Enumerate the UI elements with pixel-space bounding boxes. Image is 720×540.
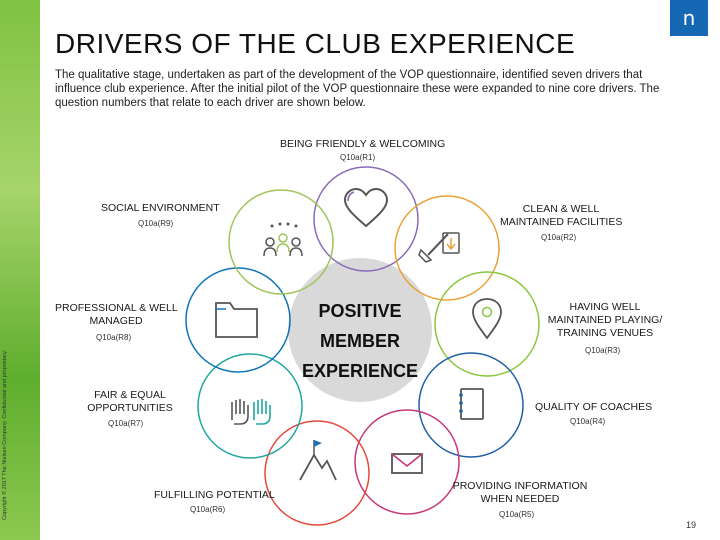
driver-question-clean: Q10a(R2) (541, 233, 577, 242)
envelope-icon (391, 453, 423, 474)
intro-paragraph: The qualitative stage, undertaken as par… (55, 69, 660, 109)
location-pin-icon (472, 298, 502, 340)
driver-question-social: Q10a(R9) (138, 219, 174, 228)
driver-circle-professional (185, 267, 291, 373)
driver-circle-venues (434, 271, 540, 377)
notebook-icon (459, 388, 484, 420)
driver-circle-coaches (418, 352, 524, 458)
driver-circle-clean (394, 195, 500, 301)
decorative-green-sidebar (0, 0, 40, 540)
broom-icon (418, 232, 460, 263)
raised-hands-icon (231, 399, 271, 425)
driver-label-information: PROVIDING INFORMATION WHEN NEEDED (452, 480, 588, 506)
driver-label-fair: FAIR & EQUAL OPPORTUNITIES (80, 389, 180, 415)
driver-label-clean-line2: MAINTAINED FACILITIES (500, 216, 623, 228)
driver-label-coaches: QUALITY OF COACHES (535, 401, 653, 413)
driver-label-information-line2: WHEN NEEDED (480, 493, 560, 505)
driver-label-potential: FULFILLING POTENTIAL (154, 489, 275, 501)
driver-label-clean: CLEAN & WELL MAINTAINED FACILITIES (500, 203, 622, 229)
page-title: DRIVERS OF THE CLUB EXPERIENCE (55, 28, 576, 59)
driver-label-venues-line2: MAINTAINED PLAYING/ (547, 314, 663, 326)
driver-label-professional-line2: MANAGED (89, 315, 143, 327)
heart-icon (343, 187, 389, 228)
driver-circle-information (354, 409, 460, 515)
driver-label-venues: HAVING WELL MAINTAINED PLAYING/ TRAINING… (543, 301, 667, 340)
driver-label-friendly: BEING FRIENDLY & WELCOMING (280, 138, 446, 150)
center-line-3: EXPERIENCE (301, 361, 419, 381)
driver-question-coaches: Q10a(R4) (570, 417, 606, 426)
driver-label-venues-line3: TRAINING VENUES (556, 327, 654, 339)
driver-label-clean-line1: CLEAN & WELL (522, 203, 600, 215)
center-label: POSITIVE MEMBER EXPERIENCE (296, 296, 424, 386)
driver-question-information: Q10a(R5) (499, 510, 535, 519)
nielsen-logo: n (670, 0, 708, 36)
folder-icon (215, 302, 258, 338)
driver-label-social: SOCIAL ENVIRONMENT (101, 202, 220, 214)
driver-label-fair-line1: FAIR & EQUAL (94, 389, 166, 401)
driver-question-potential: Q10a(R6) (190, 505, 226, 514)
driver-label-venues-line1: HAVING WELL (569, 301, 641, 313)
driver-circle-social (228, 189, 334, 295)
logo-text: n (682, 6, 696, 30)
driver-label-fair-line2: OPPORTUNITIES (87, 402, 173, 414)
driver-question-professional: Q10a(R8) (96, 333, 132, 342)
driver-label-information-line1: PROVIDING INFORMATION (452, 480, 588, 492)
people-group-icon (263, 222, 303, 257)
driver-circle-friendly (313, 166, 419, 272)
driver-circle-fair (197, 353, 303, 459)
driver-label-professional-line1: PROFESSIONAL & WELL (55, 302, 178, 314)
center-line-1: POSITIVE (318, 301, 402, 321)
driver-label-professional: PROFESSIONAL & WELL MANAGED (55, 302, 178, 328)
driver-question-fair: Q10a(R7) (108, 419, 144, 428)
mountain-flag-icon (299, 440, 337, 481)
driver-question-venues: Q10a(R3) (585, 346, 621, 355)
page-number: 19 (686, 520, 697, 530)
center-line-2: MEMBER (320, 331, 400, 351)
driver-circle-potential (264, 420, 370, 526)
driver-question-friendly: Q10a(R1) (340, 153, 376, 162)
center-hub (288, 258, 432, 402)
